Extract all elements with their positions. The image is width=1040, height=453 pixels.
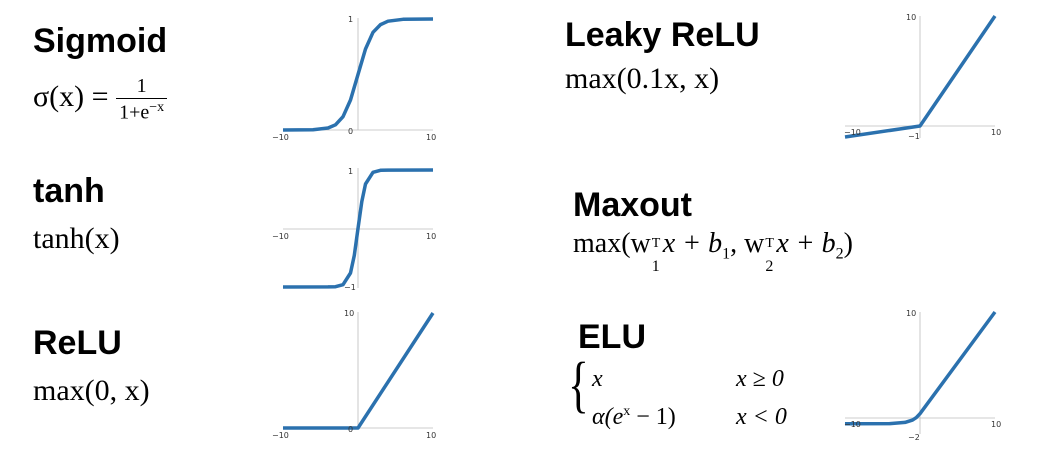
maxout-title: Maxout: [573, 186, 692, 224]
elu-title: ELU: [578, 318, 646, 356]
elu-case2-sup: x: [623, 404, 631, 419]
relu-tick-xmax: 10: [426, 431, 436, 440]
elu-case1-expr: x: [592, 366, 603, 392]
maxout-sub-b2: 2: [835, 245, 844, 263]
elu-case1-cond: x ≥ 0: [736, 366, 784, 392]
elu-tick-xmin: −10: [844, 420, 861, 429]
tanh-tick-xmin: −10: [272, 232, 289, 241]
maxout-part-c: , w: [730, 228, 765, 259]
tanh-tick-ytop: 1: [348, 167, 353, 176]
relu-title: ReLU: [33, 324, 122, 362]
leaky-relu-curve: [844, 15, 997, 139]
elu-plot: −10 10 10 −2: [844, 309, 1001, 442]
elu-curve: [844, 310, 997, 426]
elu-formula: { x x ≥ 0 α(ex − 1) x < 0: [568, 354, 818, 444]
sigmoid-tick-ymid: 0: [348, 127, 353, 136]
sigmoid-curve: [282, 17, 434, 132]
sigmoid-formula-lhs: σ(x) =: [33, 80, 117, 114]
tanh-tick-ybot: −1: [344, 283, 356, 292]
leaky-relu-tick-xmax: 10: [991, 128, 1001, 137]
maxout-part-b: x + b: [662, 228, 723, 259]
relu-plot: −10 10 10 0: [272, 309, 436, 440]
sigmoid-tick-xmin: −10: [272, 133, 289, 142]
elu-case2-rest: − 1): [630, 404, 676, 430]
relu-curve: [283, 312, 435, 430]
elu-case2-expr: α(e: [592, 404, 624, 430]
tanh-plot: −10 10 1 −1: [272, 167, 436, 292]
leaky-relu-tick-xmin: −10: [844, 128, 861, 137]
sigmoid-denominator: 1+e−x: [116, 99, 167, 123]
sigmoid-tick-ytop: 1: [348, 15, 353, 24]
leaky-relu-tick-ymid: −1: [908, 132, 920, 141]
relu-tick-xmin: −10: [272, 431, 289, 440]
maxout-sub1: 1: [651, 258, 660, 275]
tanh-formula: tanh(x): [33, 222, 120, 255]
maxout-part-a: max(w: [573, 228, 651, 259]
relu-tick-ymid: 0: [348, 425, 353, 434]
tanh-tick-xmax: 10: [426, 232, 436, 241]
leaky-relu-formula: max(0.1x, x): [565, 62, 720, 95]
maxout-sub2: 2: [765, 258, 774, 275]
leaky-relu-title: Leaky ReLU: [565, 16, 760, 54]
tanh-curve: [282, 168, 434, 289]
maxout-part-e: ): [843, 228, 853, 259]
elu-tick-xmax: 10: [991, 420, 1001, 429]
sigmoid-tick-xmax: 10: [426, 133, 436, 142]
leaky-relu-tick-ytop: 10: [906, 13, 916, 22]
maxout-part-d: x + b: [776, 228, 836, 259]
maxout-sup2: T: [765, 236, 774, 251]
elu-tick-ymid: −2: [908, 433, 920, 442]
elu-brace: {: [568, 351, 589, 419]
elu-tick-ytop: 10: [906, 309, 916, 318]
sigmoid-numerator: 1: [116, 76, 168, 99]
elu-case2-cond: x < 0: [736, 404, 787, 430]
relu-tick-ytop: 10: [344, 309, 354, 318]
maxout-sub-b1: 1: [722, 245, 731, 263]
leaky-relu-plot: −10 10 10 −1: [844, 13, 1001, 141]
sigmoid-title: Sigmoid: [33, 22, 168, 60]
sigmoid-plot: −10 10 1 0: [272, 15, 436, 142]
sigmoid-exponent: −x: [149, 100, 165, 115]
sigmoid-denominator-base: 1+e: [119, 101, 150, 124]
tanh-title: tanh: [33, 172, 105, 210]
maxout-sup1: T: [651, 236, 661, 251]
relu-formula: max(0, x): [33, 374, 150, 407]
